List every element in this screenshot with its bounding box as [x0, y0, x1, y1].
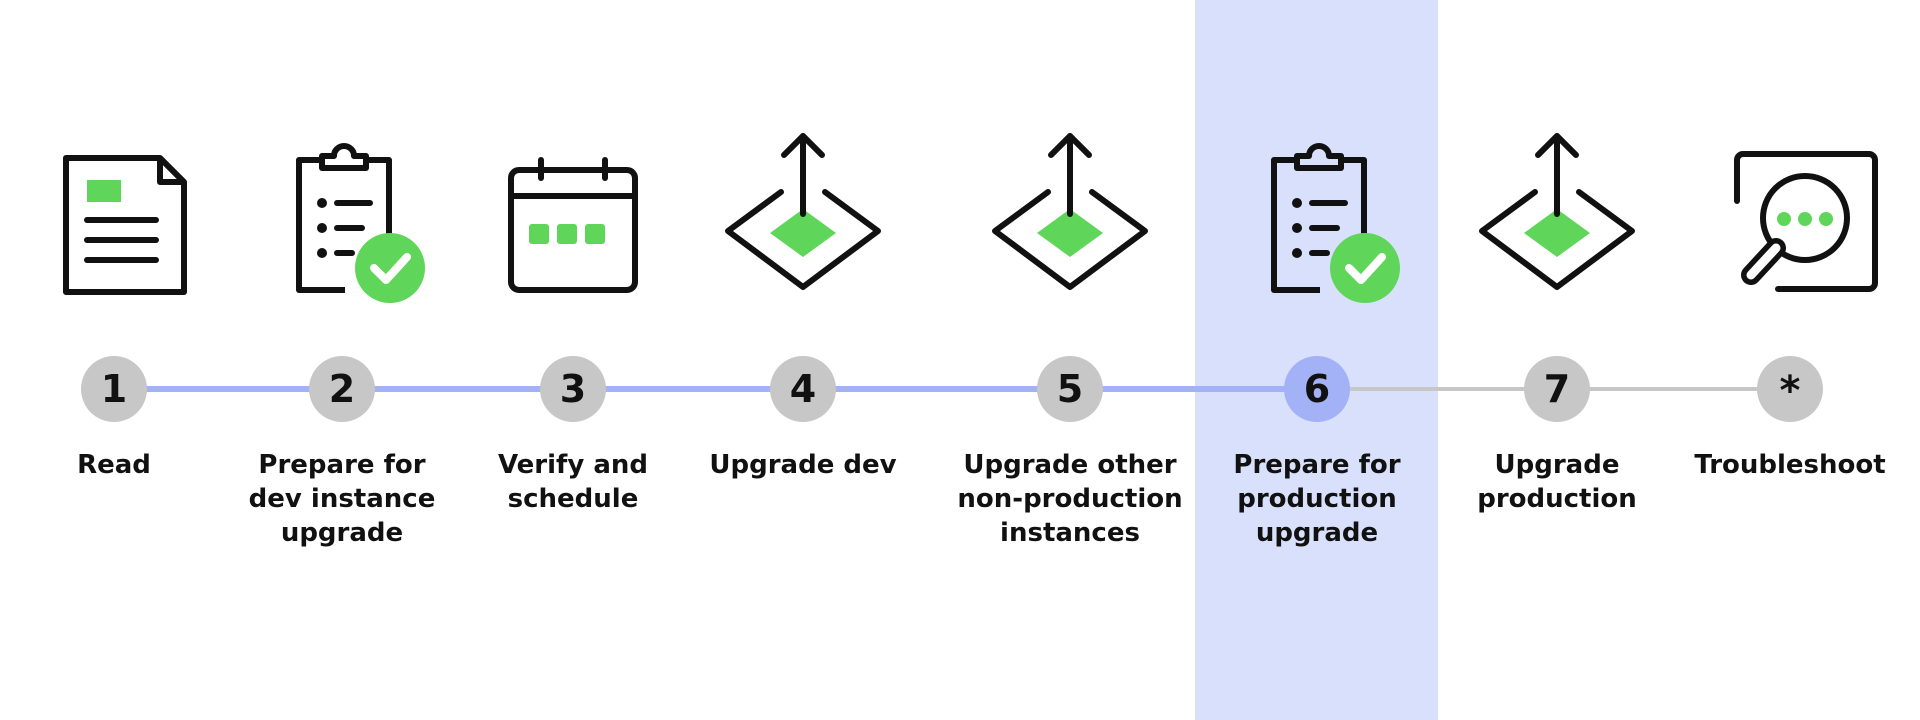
upgrade-diamond-icon [703, 120, 903, 320]
step-label: Verify and schedule [497, 450, 649, 514]
step-number-badge: 1 [81, 356, 147, 422]
step-label: Troubleshoot [1694, 450, 1886, 480]
step-number-badge: 6 [1284, 356, 1350, 422]
document-icon [14, 120, 214, 320]
step-label: Upgrade production [1477, 450, 1637, 514]
step-number-badge: 5 [1037, 356, 1103, 422]
step-number-badge: 7 [1524, 356, 1590, 422]
calendar-icon [473, 120, 673, 320]
magnifier-icon [1690, 120, 1890, 320]
step-number-badge: 3 [540, 356, 606, 422]
step-number-badge: 2 [309, 356, 375, 422]
step-label: Upgrade other non-production instances [957, 450, 1183, 548]
upgrade-diamond-icon [970, 120, 1170, 320]
clipboard-check-icon [1217, 120, 1417, 320]
step-label: Prepare for production upgrade [1233, 450, 1401, 548]
step-label: Upgrade dev [709, 450, 897, 480]
step-label: Read [77, 450, 151, 480]
step-number-badge: 4 [770, 356, 836, 422]
progress-track-completed [114, 386, 1317, 392]
upgrade-diamond-icon [1457, 120, 1657, 320]
clipboard-check-icon [242, 120, 442, 320]
step-number-badge: * [1757, 356, 1823, 422]
step-label: Prepare for dev instance upgrade [248, 450, 436, 548]
